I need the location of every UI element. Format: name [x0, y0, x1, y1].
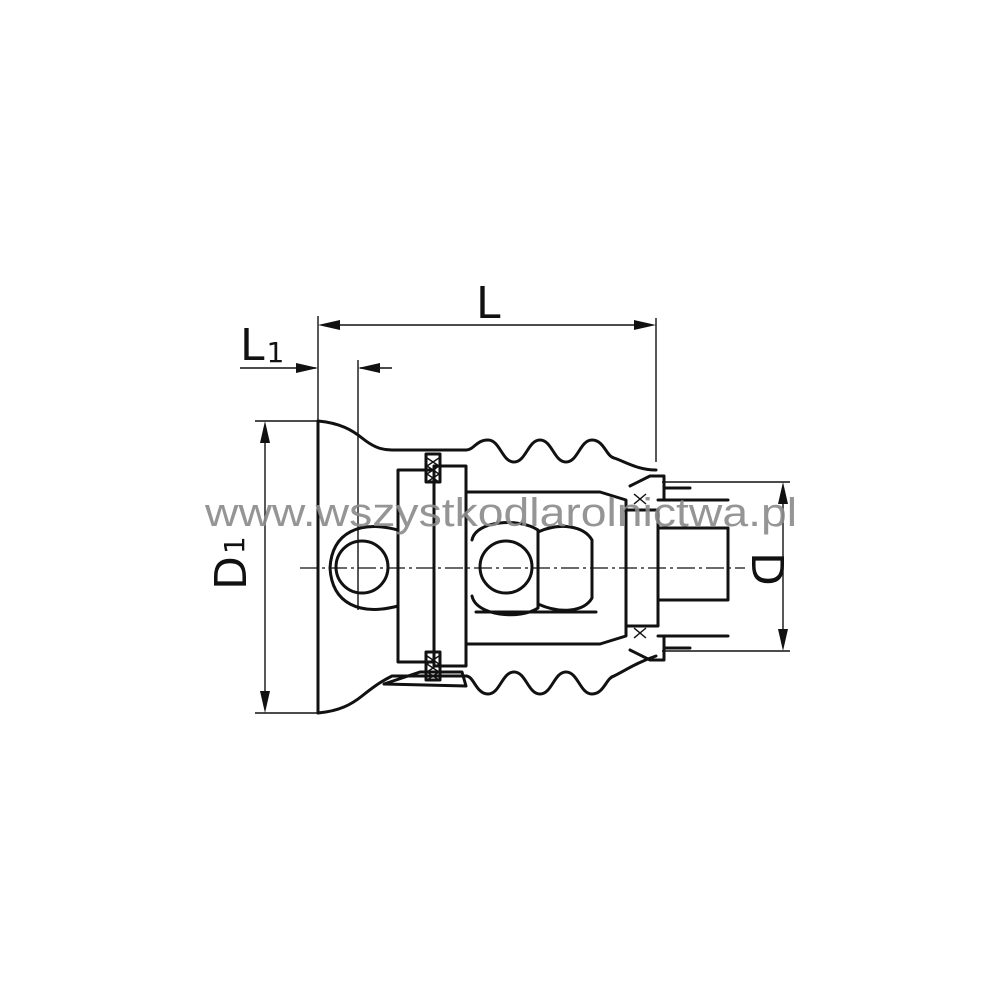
yoke-left-bore	[334, 539, 390, 595]
label-L: L	[476, 278, 501, 329]
friction-disc-top	[424, 452, 442, 484]
guard-outline	[316, 419, 658, 715]
label-D: D	[741, 552, 792, 586]
yoke-left	[328, 525, 400, 611]
label-L1: L1	[240, 320, 284, 371]
friction-disc-bottom	[424, 650, 442, 682]
yoke-right	[464, 490, 628, 646]
dimension-L: L	[317, 278, 657, 462]
watermark-text: www.wszystkodlarolnictwa.pl	[204, 491, 797, 535]
yoke-right-bore	[478, 539, 534, 595]
dimension-D: D	[662, 481, 792, 652]
shaft	[624, 474, 730, 662]
flange	[396, 452, 468, 682]
dimension-L1: L1	[240, 320, 392, 610]
dimension-D1: D1	[206, 420, 318, 714]
label-D1: D1	[206, 536, 257, 590]
